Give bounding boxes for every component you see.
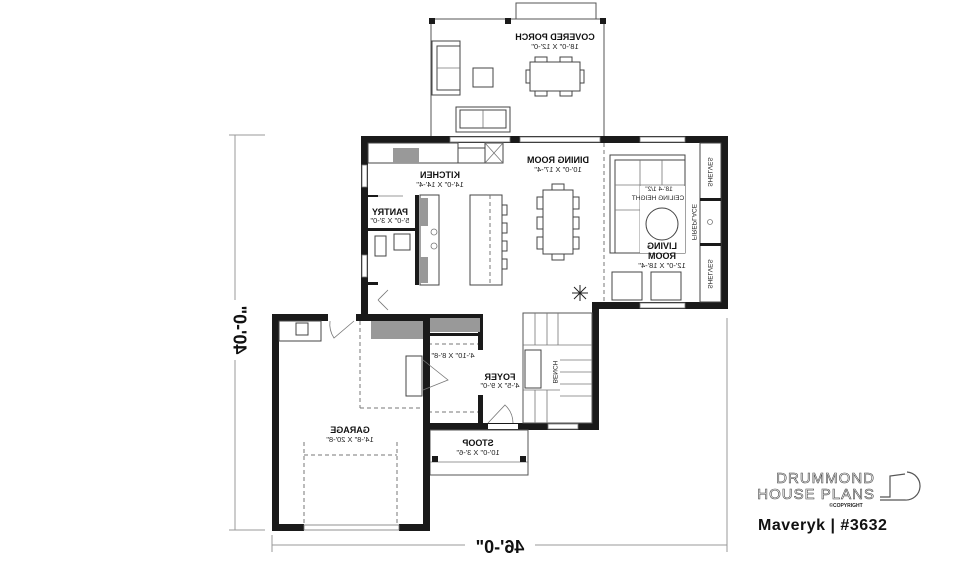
room-title-kitchen: KITCHEN	[420, 170, 460, 180]
logo-mark-icon	[880, 473, 906, 498]
width-dimension: 46'-0"	[476, 537, 525, 557]
room-title-stoop: STOOP	[462, 438, 493, 448]
logo-line1: DRUMMOND	[776, 470, 875, 487]
room-title-covered-porch: COVERED PORCH	[515, 32, 595, 42]
shelves-bottom-label: SHELVES	[706, 259, 713, 289]
room-size-mudroom: 4'-10" X 8'-8"	[431, 351, 475, 360]
room-size-garage: 14'-8" X 20'-8"	[326, 435, 374, 444]
depth-dimension: 40'-0"	[229, 306, 249, 355]
exterior-walls	[361, 136, 728, 430]
room-size-covered-porch: 18'-0" X 12'-0"	[531, 42, 579, 51]
room-size-stoop: 10'-0" X 3'-6"	[456, 448, 500, 457]
bench-label: BENCH	[551, 360, 558, 383]
room-size-kitchen: 14'-0" X 14'-4"	[416, 180, 464, 189]
fireplace-label: FIREPLACE	[690, 203, 697, 240]
foyer: FOYER 4'-5" X 9'-0"	[478, 315, 520, 425]
covered-porch: COVERED PORCH 18'-0" X 12'-0"	[429, 2, 606, 138]
room-title-living-line1: LIVING	[647, 241, 677, 251]
stairs: BENCH	[522, 312, 593, 424]
room-size-pantry: 5'-0" X 3'-0"	[370, 216, 409, 225]
pantry: PANTRY 5'-0" X 3'-0"	[361, 195, 419, 285]
room-size-foyer: 4'-5" X 9'-0"	[480, 381, 519, 390]
stoop: STOOP 10'-0" X 3'-6"	[429, 429, 529, 476]
living-room: 18'-4 1/2" CEILING HEIGHT FIREPLACE SHEL…	[609, 142, 722, 303]
drummond-logo: DRUMMOND HOUSE PLANS ©COPYRIGHT	[757, 470, 921, 509]
room-size-dining-room: 10'-0" X 17'-4"	[534, 165, 582, 174]
room-title-dining-room: DINING ROOM	[527, 155, 589, 165]
ceiling-height-value: 18'-4 1/2"	[645, 186, 673, 193]
plan-name: Maveryk | #3632	[758, 517, 888, 534]
ceiling-height-label: CEILING HEIGHT	[632, 195, 684, 202]
room-title-garage: GARAGE	[330, 425, 370, 435]
room-title-pantry: PANTRY	[372, 207, 408, 217]
room-size-living-room: 12'-0" X 18'-4"	[638, 261, 686, 270]
mudroom: 4'-10" X 8'-8"	[425, 314, 483, 413]
room-title-living-line2: ROOM	[648, 251, 676, 261]
shelves-top-label: SHELVES	[706, 157, 713, 187]
logo-line2: HOUSE PLANS	[757, 486, 875, 503]
dining-room: DINING ROOM 10'-0" X 17'-4"	[527, 143, 605, 302]
logo-copyright: ©COPYRIGHT	[829, 502, 862, 509]
garage: GARAGE 14'-8" X 20'-8"	[272, 314, 449, 531]
room-title-foyer: FOYER	[484, 372, 516, 382]
plant-icon	[572, 285, 588, 301]
kitchen: KITCHEN 14'-0" X 14'-4"	[367, 142, 508, 286]
